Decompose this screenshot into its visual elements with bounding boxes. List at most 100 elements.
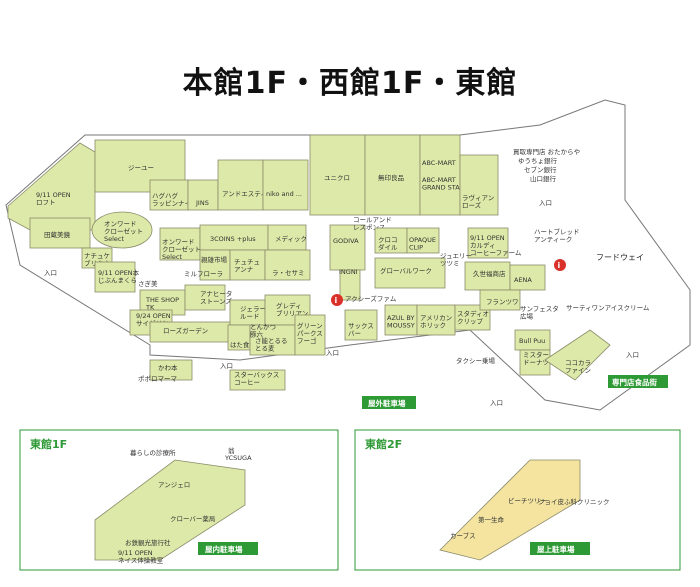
shop-onward2[interactable] [159,227,201,261]
label-suntest: サンフェスタ広場 [520,304,559,320]
shop-tonkatsu[interactable] [249,324,296,356]
info-icon[interactable] [331,294,343,306]
east1f-parking-tag [198,542,258,555]
label-mister: ミスタードーナツ [523,350,549,366]
shop-glowork[interactable] [374,257,446,289]
label-taxi: タクシー乗場 [456,356,496,365]
shop-jins[interactable] [187,179,219,211]
label-gelato: グレディブリリアン [276,301,308,317]
shop-sanshoudo[interactable] [29,217,91,249]
label-chuchuanna: チュチュアンナ [234,258,260,273]
outdoor-parking-tag [362,396,416,409]
outdoor-parking-label: 屋外駐車場 [368,398,406,408]
label-yuna: 翁 [228,446,235,455]
label-kawa: かわ本 [158,363,178,372]
label-carves: カーブス [450,531,476,540]
entrance-label: 入口 [220,362,233,370]
east1f-floor [94,459,246,561]
label-andesti: アンドエスティ [222,190,267,198]
label-milflora: ミルフローラ [184,270,223,278]
shop-azul[interactable] [384,304,418,336]
label-tonkatsu: とんかつ豚六 [250,323,276,338]
label-niko: niko and ... [266,190,302,198]
shop-andesti[interactable] [217,159,264,211]
shop-opaque[interactable] [406,227,440,254]
shop-rasesami[interactable] [264,249,311,281]
shop-kawa[interactable] [149,359,193,381]
label-clover: クローバー薬局 [170,514,215,523]
label-daitoru: さ能とるるとる麦 [255,336,288,352]
shop-muji[interactable] [364,134,421,216]
shop-kinsei[interactable] [199,249,231,281]
svg-text:i: i [335,296,338,305]
label-starbucks: スターバックスコーヒー [234,370,279,386]
shop-ingni[interactable] [339,269,361,301]
page-title: 本館1F・西館1F・東館 [182,66,518,101]
shop-hagwaga[interactable] [149,179,189,211]
shop-loft[interactable] [7,142,96,231]
label-jins: JINS [195,199,209,207]
label-3coins: 3COINS +plus [210,235,256,243]
shop-starbucks[interactable] [229,369,286,391]
shop-anakiata[interactable] [184,284,226,311]
label-builpuu: Bull Puu [519,337,545,345]
shop-godiva[interactable] [329,224,366,271]
label-kaiden: 買取専門店 おたからや [513,147,580,156]
shop-saxbar[interactable] [344,309,378,341]
info-icon[interactable] [554,259,566,271]
east2f-title: 東館2F [365,437,402,451]
shop-abc[interactable] [419,134,461,216]
shop-aena[interactable] [509,264,546,291]
shop-3coins[interactable] [199,224,269,251]
label-sanshoudo: 田蔵美鏡 [44,230,71,239]
shop-mister[interactable] [519,349,551,376]
east2f-floor [439,459,581,561]
shop-uniqlo[interactable] [309,134,366,216]
label-foodway: フードウェイ [596,253,644,262]
shop-onwardsel[interactable] [91,211,153,249]
label-kokokara: ココカラファイン [565,359,591,374]
shop-crocodile[interactable] [374,227,408,254]
label-hartbread: ハートブレッドアンティーク [534,227,580,243]
label-kurashi: 暮らしの診療所 [130,448,176,457]
shop-karudi[interactable] [467,227,509,259]
label-ingni: INGNI [339,268,358,276]
east1f-parking-label: 屋内駐車場 [205,544,243,554]
label-coleandresp: コールアンドレスポンス [353,216,392,231]
shop-ravian[interactable] [459,154,499,216]
specialty-food-label: 専門店食品街 [612,377,657,387]
label-acsisfam: アクシーズファム [345,294,397,303]
label-angelo: アンジェロ [158,481,190,489]
label-saxbar: サックスバー [348,322,374,337]
entrance-label: 入口 [44,269,57,277]
label-rasesami: ラ・セサミ [272,269,305,277]
label-frankwa: フランツワ [486,298,519,306]
shop-frankwa[interactable] [479,289,521,311]
label-hagwaga: ハグハグラッピンナイン [152,191,198,207]
label-geraby: ジェラードルード [240,305,273,320]
label-beach: ビーチツリー [508,496,547,505]
entrance-label: 入口 [326,349,339,357]
label-yuucho: ゆうちょ銀行 [518,156,558,165]
label-american: アメリカンホリック [420,314,452,329]
label-dai1: 第一生命 [478,515,505,524]
label-yamaguchi: 山口銀行 [530,174,557,183]
shop-greenparks[interactable] [294,314,326,356]
label-anakiata: アナヒータストーンズ [200,289,233,305]
shop-kokokara[interactable] [544,329,611,381]
label-crocodile: クロコダイル [378,236,398,251]
label-ravian: ラヴィアンローズ [462,193,494,209]
label-s31: サーティワンアイスクリーム [566,304,650,312]
label-kisako: さぎ美 [138,279,158,288]
shop-niko[interactable] [262,159,309,211]
label-jyoi: ジョイ皮ふ科クリニック [538,497,610,506]
label-glowork: グローバルワーク [380,266,432,275]
shop-shirobon[interactable] [94,261,136,293]
entrance-label: 入口 [626,351,639,359]
